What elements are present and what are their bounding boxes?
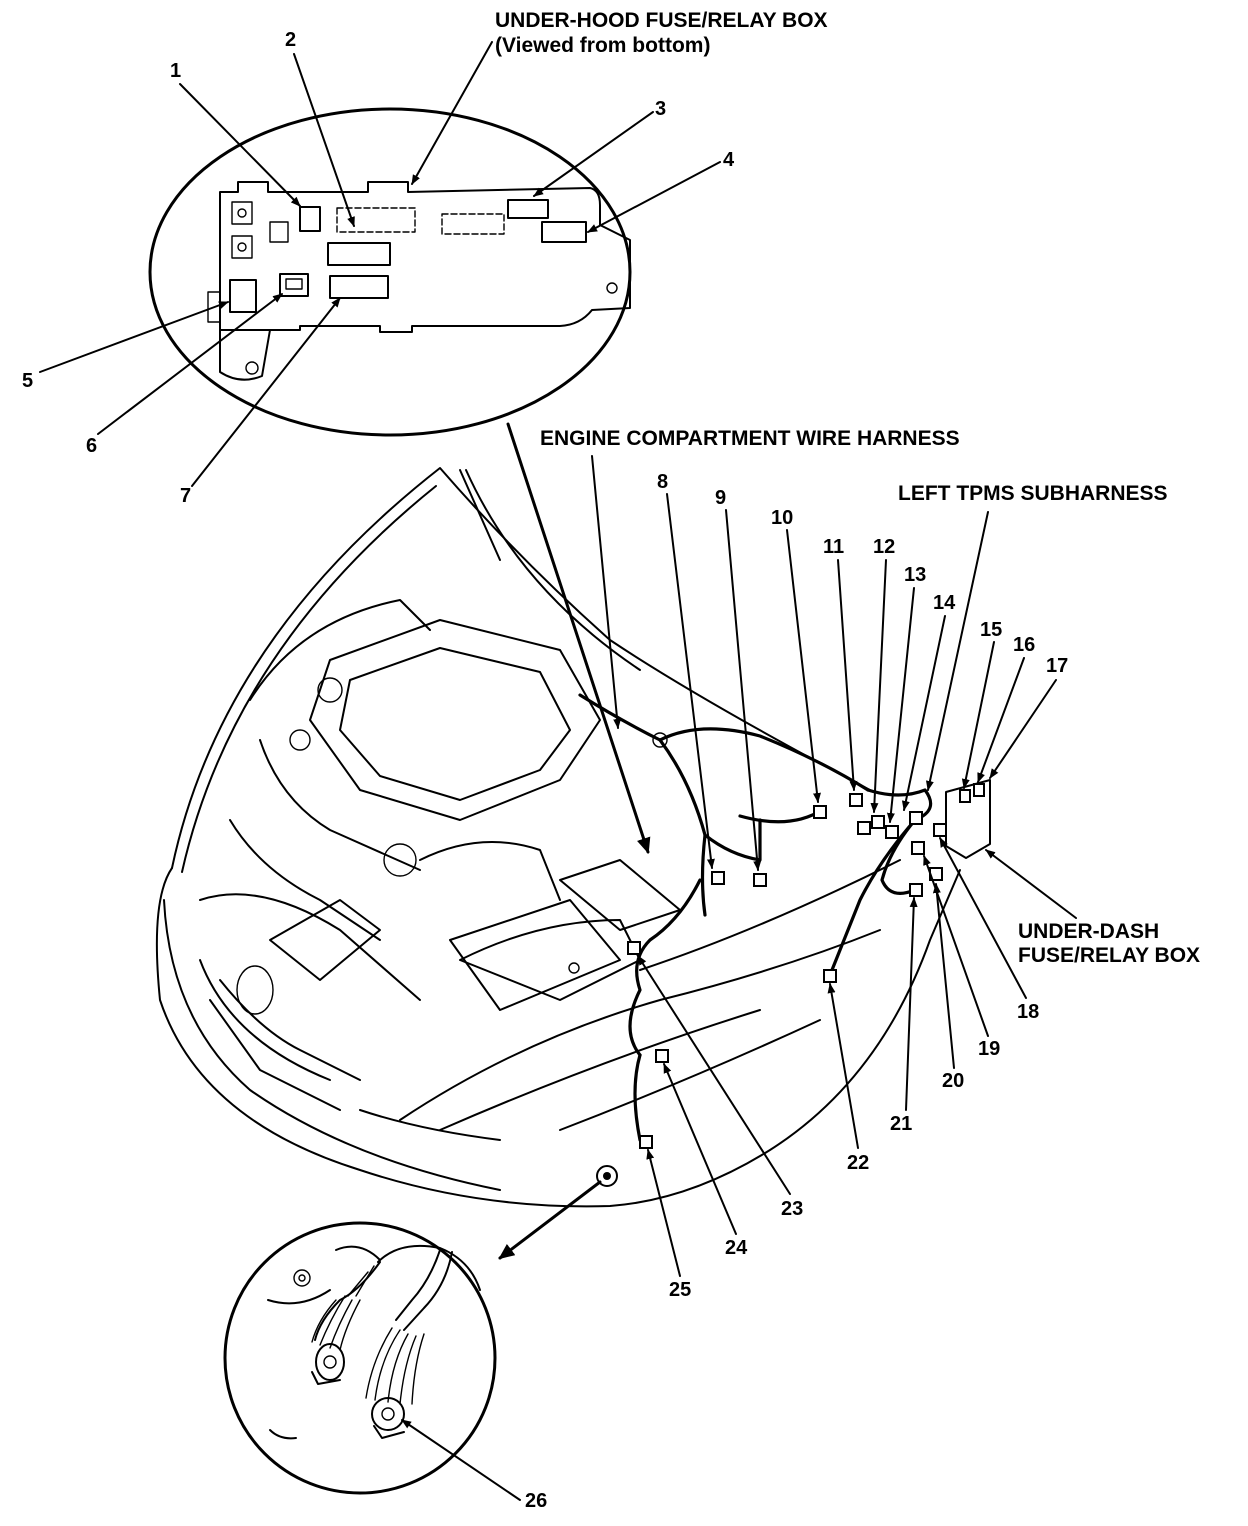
callout-13: 13 (904, 564, 926, 586)
hood-outline (171, 467, 871, 869)
connector-2 (327, 242, 391, 266)
callout-16: 16 (1013, 634, 1035, 656)
ground-connection-inset (223, 1221, 497, 1495)
under-hood-fuse-box-inset (148, 107, 632, 437)
engine-harness-label: ENGINE COMPARTMENT WIRE HARNESS (540, 427, 960, 450)
callout-14: 14 (933, 592, 956, 614)
callout-23: 23 (781, 1198, 803, 1220)
callout-25: 25 (669, 1279, 691, 1301)
callout-5: 5 (22, 370, 33, 392)
callout-24: 24 (725, 1237, 748, 1259)
callout-26: 26 (525, 1490, 547, 1512)
callout-8: 8 (657, 471, 668, 493)
callout-1: 1 (170, 60, 181, 82)
connector-5 (229, 279, 257, 313)
callout-7: 7 (180, 485, 191, 507)
callout-22: 22 (847, 1152, 869, 1174)
callout-2: 2 (285, 29, 296, 51)
under-dash-label-1: UNDER-DASH (1018, 920, 1159, 943)
callout-6: 6 (86, 435, 97, 457)
left-tpms-label: LEFT TPMS SUBHARNESS (898, 482, 1168, 505)
callout-20: 20 (942, 1070, 964, 1092)
engine-cover (309, 619, 601, 821)
battery (449, 899, 621, 1011)
under-dash-label-2: FUSE/RELAY BOX (1018, 944, 1200, 967)
harness-connectors (627, 779, 991, 1149)
connector-1 (299, 206, 321, 232)
callout-15: 15 (980, 619, 1002, 641)
car-front-view (155, 467, 961, 1208)
body-outline (155, 867, 961, 1208)
callout-17: 17 (1046, 655, 1068, 677)
callout-21: 21 (890, 1113, 912, 1135)
engine-compartment-harness (578, 693, 933, 1187)
connector-4 (541, 221, 587, 243)
callout-3: 3 (655, 98, 666, 120)
connector-3 (507, 199, 549, 219)
under-hood-box-title: UNDER-HOOD FUSE/RELAY BOX (495, 9, 828, 32)
fuse-box-body (219, 181, 631, 333)
fuse-box-tab (219, 329, 271, 381)
callout-12: 12 (873, 536, 895, 558)
callout-19: 19 (978, 1038, 1000, 1060)
callout-18: 18 (1017, 1001, 1039, 1023)
callout-11: 11 (823, 536, 844, 558)
inset-circle-bottom (223, 1221, 497, 1495)
connector-6 (279, 273, 309, 297)
callout-4: 4 (723, 149, 735, 171)
inset-circle-top (148, 107, 632, 437)
under-hood-box-subtitle: (Viewed from bottom) (495, 34, 710, 57)
callout-10: 10 (771, 507, 793, 529)
callout-9: 9 (715, 487, 726, 509)
connector-7 (329, 275, 389, 299)
